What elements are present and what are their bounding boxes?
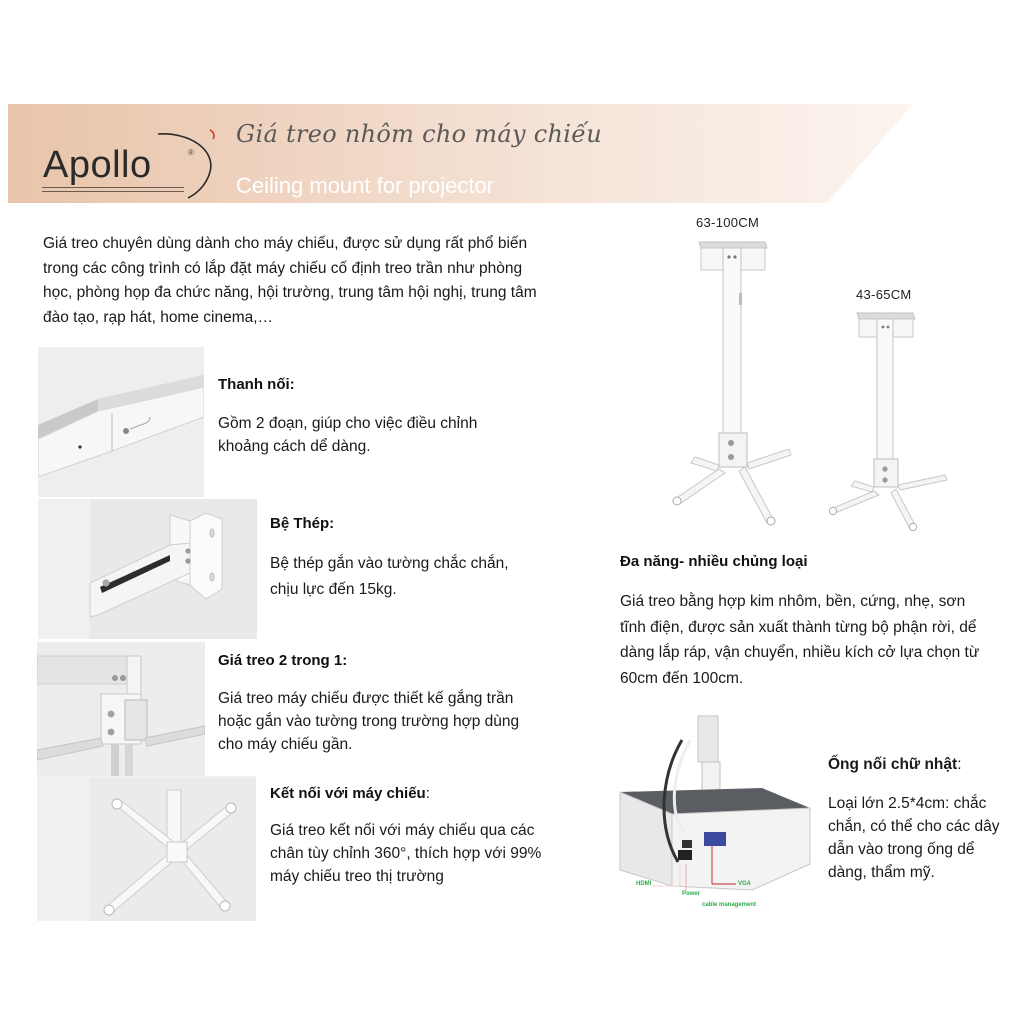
header-banner xyxy=(8,104,913,203)
rectangular-tube-title-text: Ống nối chữ nhật xyxy=(828,756,958,773)
registered-mark: ® xyxy=(188,148,194,157)
feature-body-extension-pole: Gồm 2 đoạn, giúp cho việc điều chỉnh kho… xyxy=(218,415,478,455)
feature-title-colon: : xyxy=(425,785,430,802)
multi-purpose-body: Giá treo bằng hợp kim nhôm, bền, cứng, n… xyxy=(620,593,980,687)
page-title-vietnamese: Giá treo nhôm cho máy chiếu xyxy=(236,120,603,148)
ceiling-mounts-photo xyxy=(655,237,975,537)
hdmi-label: HDMI xyxy=(636,881,652,887)
intro-paragraph: Giá treo chuyên dùng dành cho máy chiếu,… xyxy=(43,235,537,326)
rectangular-tube-body: Loại lớn 2.5*4cm: chắc chắn, có thể cho … xyxy=(828,795,1000,881)
logo-underline xyxy=(42,191,184,192)
rectangular-tube-title: Ống nối chữ nhật: xyxy=(828,756,962,774)
page-title-english: Ceiling mount for projector xyxy=(236,173,495,198)
cable-management-label: cable management xyxy=(702,902,757,908)
feature-body-steel-bracket: Bệ thép gắn vào tường chắc chắn, chịu lự… xyxy=(270,555,509,598)
projector-cable-photo xyxy=(612,714,812,914)
brand-name: Apollo xyxy=(43,144,152,186)
2-in-1-mount-photo xyxy=(37,642,205,776)
extension-pole-photo xyxy=(38,347,204,497)
feature-title-steel-bracket: Bệ Thép: xyxy=(270,515,335,532)
feature-title-2-in-1: Giá treo 2 trong 1: xyxy=(218,652,348,669)
size-label-small: 43-65CM xyxy=(856,287,912,302)
feature-title-projector-connection: Kết nối với máy chiếu: xyxy=(270,785,430,802)
multi-purpose-title: Đa năng- nhiều chủng loại xyxy=(620,553,808,570)
steel-wall-bracket-photo xyxy=(38,499,257,639)
feature-title-extension-pole: Thanh nối: xyxy=(218,376,295,393)
feature-body-2-in-1: Giá treo máy chiếu được thiết kế gắng tr… xyxy=(218,690,520,753)
size-label-large: 63-100CM xyxy=(696,215,760,230)
rectangular-tube-title-colon: : xyxy=(957,756,962,773)
feature-title-text: Kết nối với máy chiếu xyxy=(270,785,426,802)
logo-underline xyxy=(42,187,184,188)
logo-arc-icon xyxy=(157,129,215,199)
apollo-logo: Apollo ® xyxy=(40,126,220,199)
projector-spider-arms-photo xyxy=(37,776,256,921)
power-label: Power xyxy=(682,891,701,897)
feature-body-projector-connection: Giá treo kết nối với máy chiếu qua các c… xyxy=(270,822,542,885)
vga-label: VGA xyxy=(738,881,752,887)
